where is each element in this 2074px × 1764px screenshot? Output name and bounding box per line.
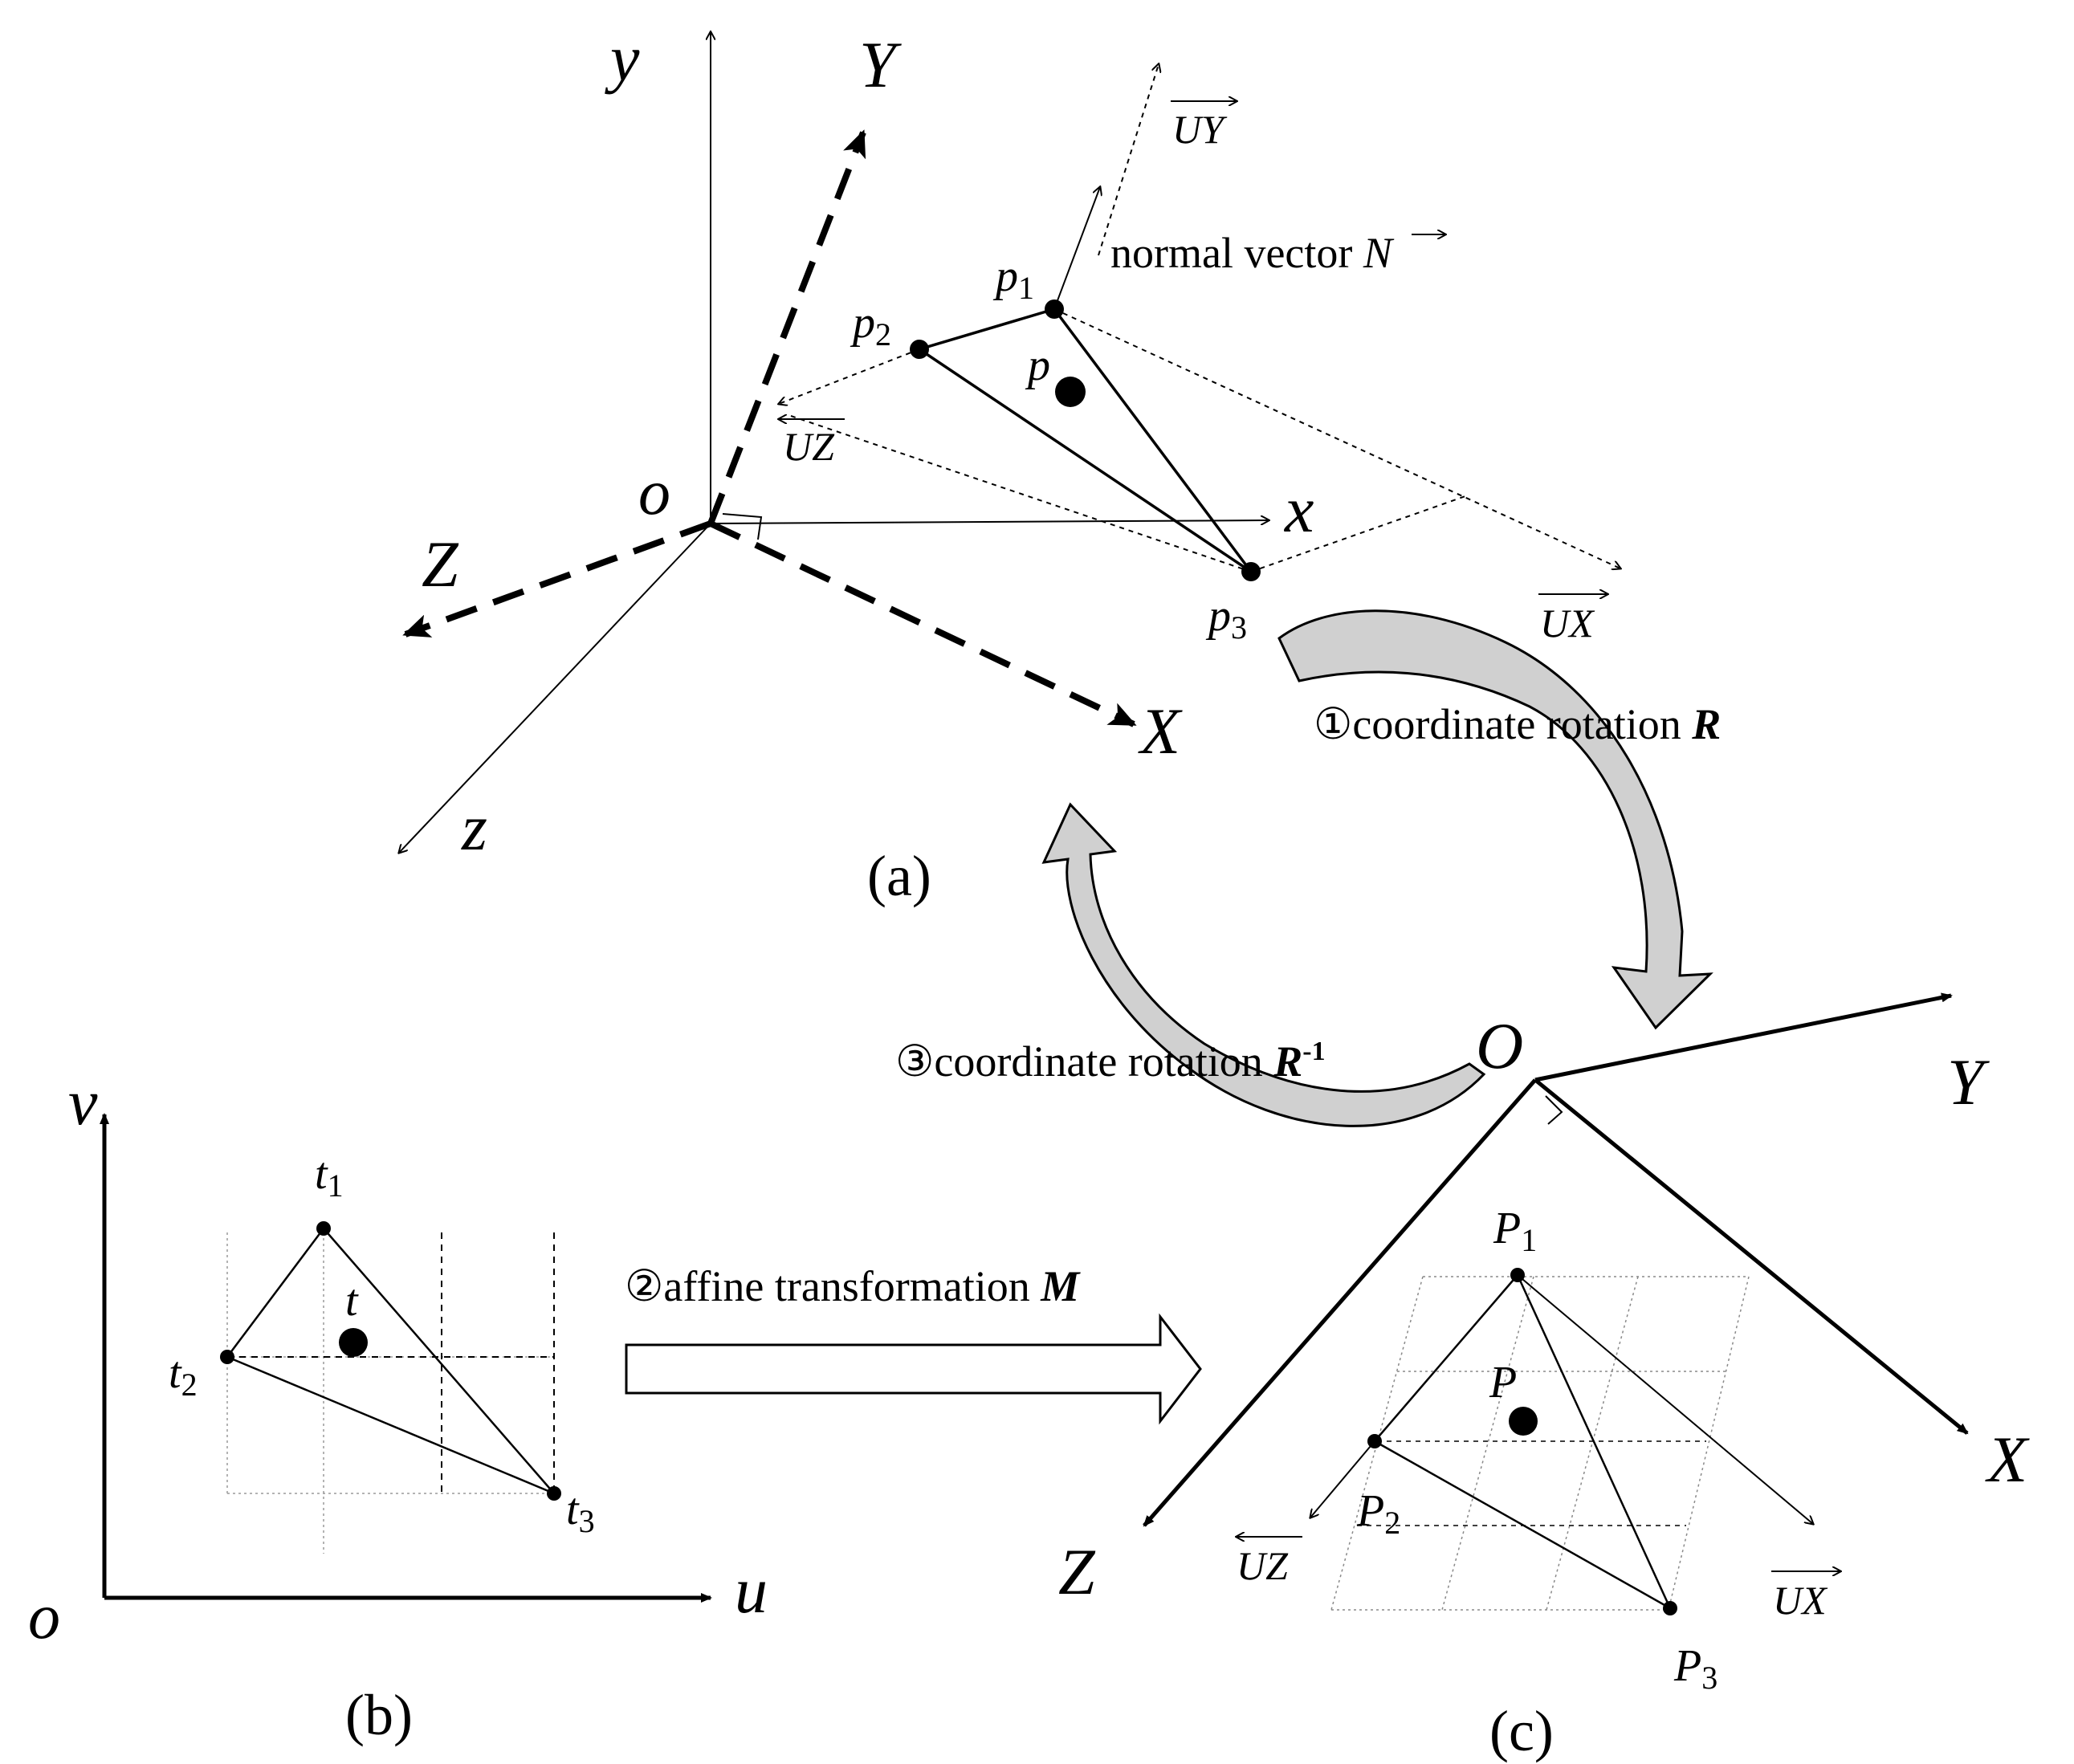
triangle-t1t2t3: [226, 1227, 555, 1495]
label-P2: P2: [1356, 1486, 1400, 1541]
point-P: [1509, 1407, 1538, 1436]
label-P1: P1: [1493, 1204, 1537, 1258]
label-normal-vector: normal vector N: [1110, 229, 1395, 277]
point-P1: [1510, 1268, 1525, 1282]
label-axis-v: v: [68, 1065, 98, 1139]
label-vec-UY: UY: [1172, 107, 1228, 152]
point-P2: [1367, 1434, 1382, 1448]
grid-b: [226, 1232, 554, 1554]
label-t: t: [345, 1276, 359, 1326]
label-p: p: [1025, 340, 1050, 390]
label-origin-o: o: [638, 458, 670, 528]
step-labels-a: ①coordinate rotation R ③coordinate rotat…: [895, 700, 1721, 1086]
axis-Y-c-line: [1534, 992, 1953, 1082]
point-p2: [910, 340, 929, 359]
vec-UY-line: [1098, 64, 1159, 256]
normal-vector-line: [1053, 187, 1100, 310]
caption-a: (a): [867, 844, 931, 908]
axis-X-c-line: [1534, 1078, 1969, 1435]
right-angle-mark: [722, 513, 763, 540]
label-origin-O: O: [1476, 1009, 1523, 1082]
panel-b-labels: v u o t1 t2 t3 t (b): [28, 1065, 768, 1747]
label-origin-o-b: o: [28, 1582, 60, 1652]
axis-Y-dashed: [707, 129, 866, 525]
point-p3: [1241, 562, 1261, 581]
grid-b-dark: [227, 1232, 555, 1493]
label-vec-UX-c: UX: [1773, 1578, 1828, 1623]
panel-b-points: [220, 1221, 561, 1501]
panel-c-labels: O Y X Z P1 P2 P3 P UZ UX (c): [1058, 1009, 2030, 1763]
label-step2: ②affine transformation M: [625, 1262, 1081, 1310]
axis-Z-c-line: [1143, 1078, 1537, 1527]
point-t3: [547, 1486, 561, 1501]
label-p2: p2: [850, 298, 891, 352]
panel-a-labels: y Y x X Z z o p1 p2 p3 p normal vector N…: [422, 22, 1607, 908]
axis-z-line: [399, 523, 711, 853]
point-t2: [220, 1350, 234, 1364]
label-axis-Y-c: Y: [1947, 1045, 1990, 1118]
point-p: [1055, 377, 1086, 407]
panel-a-points: [910, 299, 1261, 581]
affine-arrow: ②affine transformation M: [625, 1262, 1202, 1425]
panel-c: [1143, 992, 1969, 1611]
rotation-arrows: [1041, 609, 1713, 1127]
triangle-p1p2p3: [915, 307, 1253, 573]
block-arrow-affine: [625, 1313, 1202, 1425]
panel-b: [100, 1113, 712, 1603]
axis-Z-dashed: [402, 520, 712, 638]
vec-UX-c-line: [1517, 1274, 1813, 1524]
label-axis-X: X: [1138, 695, 1183, 768]
label-vec-UX: UX: [1540, 601, 1595, 646]
vec-UX-line: [1053, 308, 1620, 568]
axis-X-dashed: [709, 520, 1137, 727]
label-axis-Z-c: Z: [1058, 1535, 1096, 1608]
label-step3: ③coordinate rotation R-1: [895, 1037, 1326, 1086]
point-t: [339, 1328, 368, 1357]
triangle-P1P2P3: [1373, 1273, 1673, 1611]
label-P: P: [1489, 1358, 1517, 1408]
vec-UZ-c-line: [1310, 1440, 1375, 1518]
label-step1: ①coordinate rotation R: [1314, 700, 1721, 748]
label-t1: t1: [315, 1149, 344, 1204]
label-axis-Y: Y: [859, 28, 902, 101]
label-p3: p3: [1205, 591, 1247, 646]
construction-line-1: [790, 415, 1252, 572]
point-t1: [316, 1221, 331, 1236]
vec-UZ-line: [779, 348, 920, 404]
label-axis-x: x: [1284, 473, 1314, 546]
axis-x-line: [710, 520, 1269, 523]
label-vec-UZ-c: UZ: [1237, 1543, 1289, 1588]
caption-c: (c): [1489, 1699, 1554, 1763]
curved-arrow-rotation-R-inverse: [1041, 802, 1486, 1127]
point-P3: [1663, 1601, 1677, 1615]
panel-a: [399, 32, 1620, 853]
curved-arrow-rotation-R: [1277, 609, 1713, 1030]
label-axis-u: u: [735, 1554, 768, 1627]
label-axis-y: y: [605, 22, 640, 95]
label-axis-z: z: [461, 791, 487, 864]
grid-c: [1330, 1276, 1750, 1611]
caption-b: (b): [345, 1683, 413, 1747]
point-p1: [1045, 299, 1064, 319]
label-vec-UZ: UZ: [783, 424, 835, 469]
right-angle-mark-c: [1545, 1095, 1563, 1125]
label-t3: t3: [566, 1485, 595, 1539]
label-p1: p1: [992, 251, 1034, 306]
label-P3: P3: [1673, 1641, 1717, 1696]
panel-c-points: [1367, 1268, 1677, 1615]
construction-line-2: [1250, 495, 1466, 572]
grid-c-dark: [1357, 1440, 1706, 1526]
label-axis-X-c: X: [1985, 1423, 2030, 1496]
label-t2: t2: [169, 1348, 198, 1403]
label-axis-Z: Z: [422, 528, 459, 601]
